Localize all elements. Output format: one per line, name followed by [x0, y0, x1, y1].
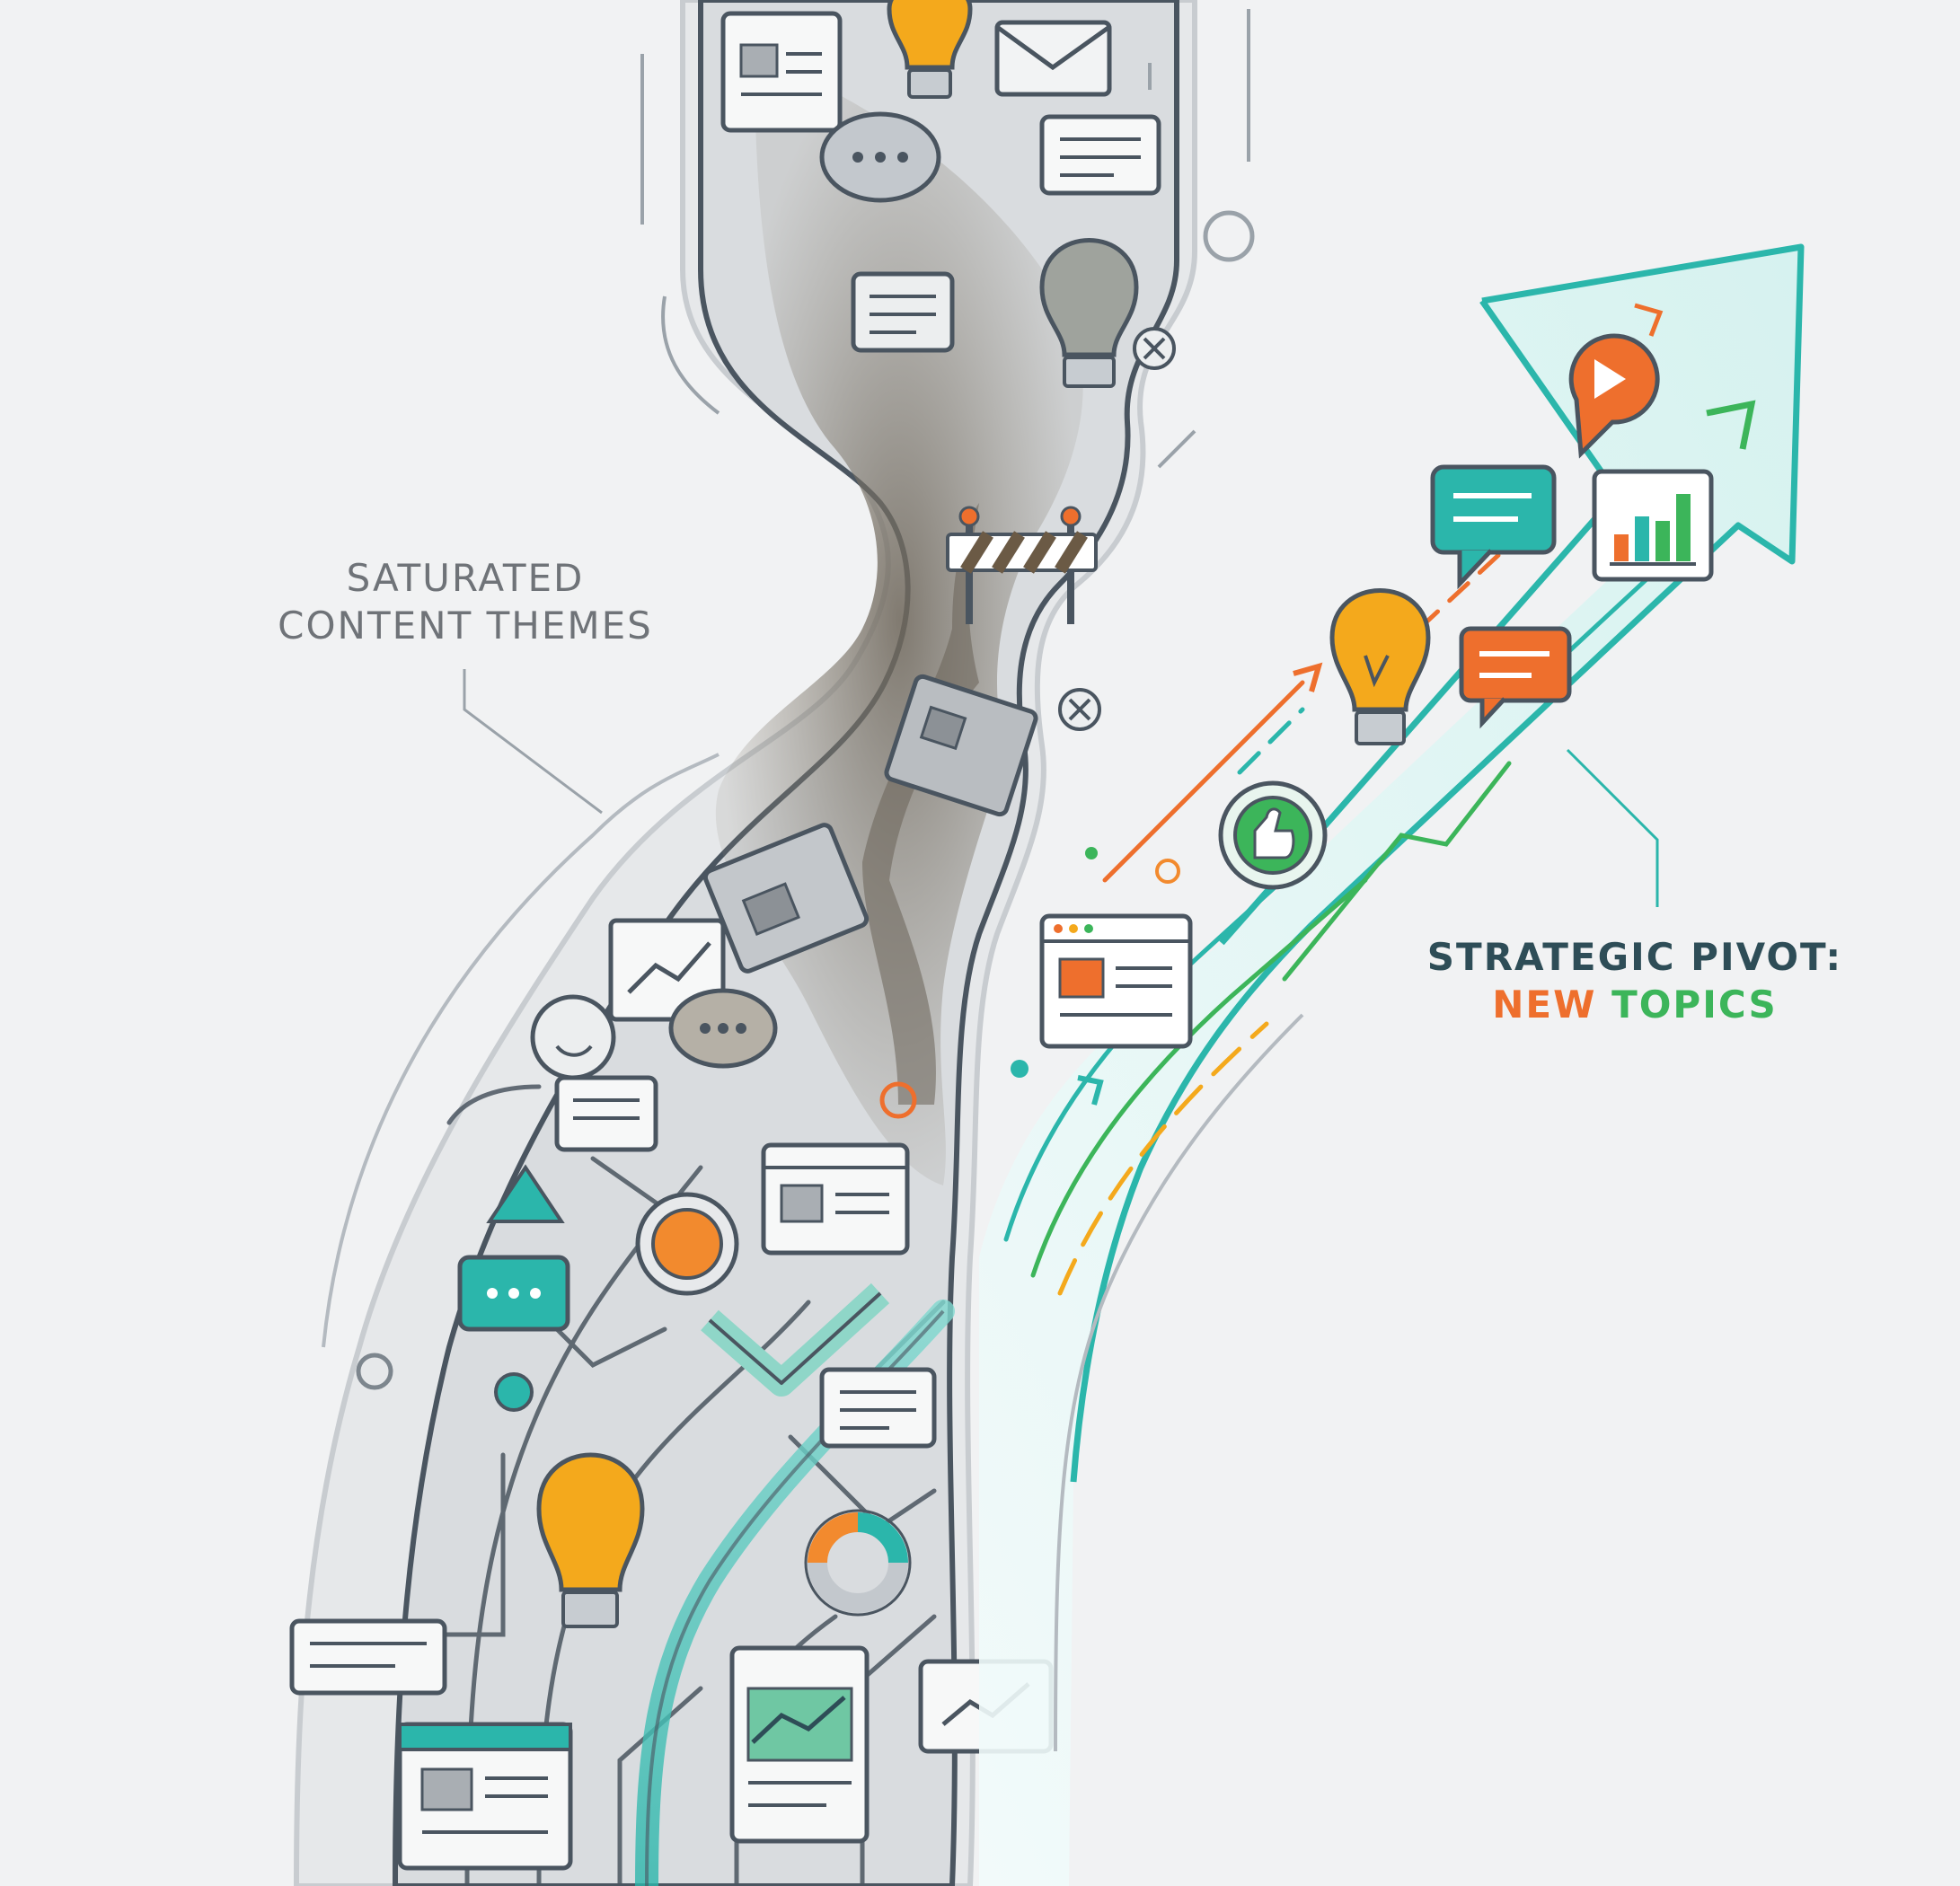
- comment-icon: [1039, 114, 1161, 196]
- pivot-label-topics: TOPICS: [1611, 982, 1778, 1027]
- smiley-chat-icon: [530, 994, 616, 1080]
- pivot-label-new: NEW: [1492, 982, 1597, 1027]
- decorative-circle: [1203, 210, 1255, 262]
- comment-icon: [1459, 626, 1572, 729]
- lightbulb-icon: [536, 1452, 645, 1628]
- browser-window-icon: [761, 1142, 910, 1256]
- article-icon: [702, 823, 870, 974]
- saturated-label-line2: CONTENT THEMES: [278, 603, 653, 648]
- comment-icon: [554, 1075, 658, 1152]
- strategic-pivot-label: STRATEGIC PIVOT: NEW TOPICS: [1419, 934, 1850, 1028]
- browser-window-icon: [397, 1722, 573, 1871]
- document-icon: [720, 11, 843, 133]
- checkmark-icon: [701, 1282, 890, 1397]
- saturated-label-line1: SATURATED: [346, 556, 585, 600]
- pivot-label-line2: NEW TOPICS: [1419, 982, 1850, 1029]
- decorative-circle: [356, 1353, 393, 1390]
- lightbulb-icon: [1329, 588, 1431, 745]
- chat-bubble-icon: [457, 1255, 570, 1332]
- no-entry-icon: [1133, 327, 1176, 370]
- chat-bubble-icon: [1430, 464, 1557, 590]
- lightbulb-icon: [1039, 238, 1139, 388]
- line-graph-icon: [729, 1645, 870, 1844]
- bar-chart-icon: [1592, 469, 1714, 582]
- pivot-leader-line: [1566, 748, 1659, 907]
- decorative-rails: [322, 9, 1304, 1752]
- saturated-leader-line: [463, 669, 603, 815]
- decorative-circle: [879, 1081, 917, 1119]
- location-pin-icon: [635, 1192, 739, 1296]
- lightbulb-icon: [887, 0, 973, 99]
- no-entry-icon: [1058, 688, 1101, 731]
- play-button-icon: [1568, 333, 1660, 459]
- chat-bubble-icon: [819, 111, 941, 203]
- warning-triangle-icon: [486, 1164, 565, 1223]
- pivot-label-line1: STRATEGIC PIVOT:: [1426, 935, 1843, 979]
- comment-icon: [289, 1618, 447, 1696]
- chat-bubble-icon: [668, 988, 778, 1069]
- thumbs-up-icon: [1218, 780, 1328, 890]
- envelope-icon: [994, 20, 1112, 97]
- comment-icon: [851, 271, 955, 353]
- saturated-content-themes-label: SATURATED CONTENT THEMES: [223, 555, 708, 649]
- donut-chart-icon: [804, 1509, 912, 1617]
- decorative-circle: [494, 1372, 534, 1412]
- browser-window-icon: [1039, 913, 1193, 1049]
- road-barrier-icon: [946, 506, 1098, 624]
- article-icon: [884, 674, 1038, 817]
- comment-icon: [819, 1367, 937, 1449]
